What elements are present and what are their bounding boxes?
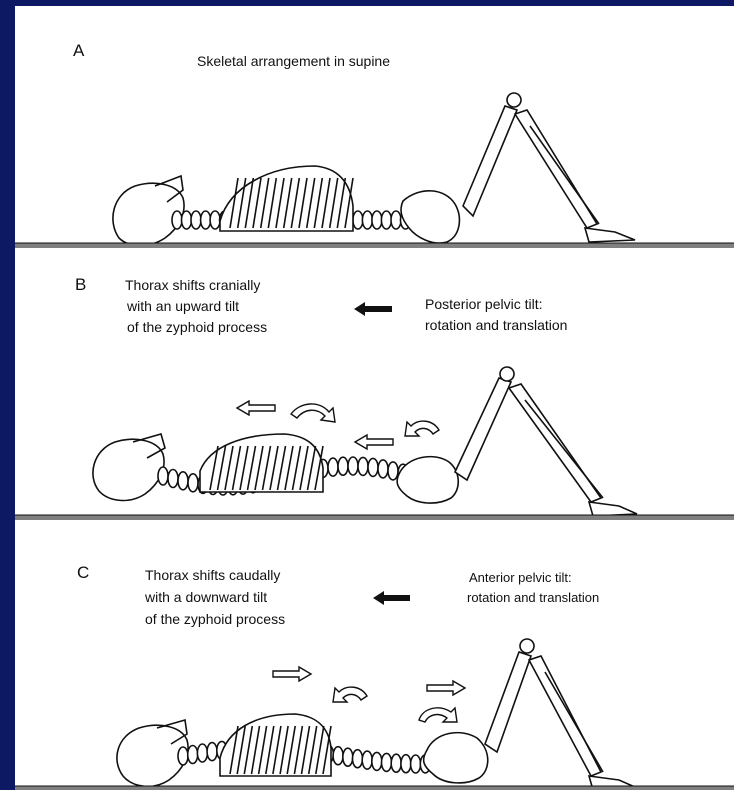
vertebra (182, 211, 192, 229)
panel-c: C Thorax shifts caudally with a downward… (15, 563, 734, 790)
vertebra (191, 211, 201, 229)
vertebra (362, 751, 372, 769)
vertebra (338, 457, 348, 475)
left-arrow-icon (237, 401, 275, 415)
vertebra (378, 460, 388, 478)
vertebra (197, 744, 207, 762)
curved-arrow-icon (419, 708, 457, 722)
vertebra (372, 752, 382, 770)
vertebra (343, 748, 353, 766)
femur (455, 378, 511, 480)
panel-b-left-line-1: Thorax shifts cranially (125, 277, 260, 293)
vertebra (388, 462, 398, 480)
figure-canvas: A Skeletal arrangement in supine B Th (15, 6, 734, 790)
vertebra (207, 743, 217, 761)
vertebra (368, 458, 378, 476)
tibia (515, 110, 597, 228)
vertebra (188, 474, 198, 492)
fibula (530, 126, 599, 224)
skeleton-c (117, 639, 637, 790)
arrows-c (273, 667, 465, 722)
vertebra (178, 472, 188, 490)
vertebra (328, 458, 338, 476)
right-arrow-icon (427, 681, 465, 695)
foot (585, 228, 635, 242)
panel-b-right-line-2: rotation and translation (425, 317, 567, 333)
femur (463, 106, 517, 216)
foot (589, 502, 637, 516)
panel-b-left-line-3: of the zyphoid process (127, 319, 267, 335)
vertebra (391, 754, 401, 772)
vertebra (353, 750, 363, 768)
panel-a-title: Skeletal arrangement in supine (197, 53, 390, 69)
panel-c-left-line-3: of the zyphoid process (145, 611, 285, 627)
kneecap (520, 639, 534, 653)
pelvis (401, 191, 459, 243)
vertebra (178, 747, 188, 765)
vertebra (411, 755, 421, 773)
panel-c-right-line-2: rotation and translation (467, 590, 599, 605)
floor-a (15, 243, 734, 248)
skeleton-a (113, 93, 635, 246)
left-arrow-icon (355, 435, 393, 449)
vertebra (333, 747, 343, 765)
shift-arrow-solid-icon (373, 591, 410, 605)
vertebra (382, 753, 392, 771)
curved-arrow-icon (333, 687, 367, 702)
vertebra (158, 467, 168, 485)
ribcage (220, 714, 331, 776)
tibia (509, 384, 601, 502)
floor-c (15, 786, 734, 790)
pelvis (397, 457, 458, 503)
tibia (529, 656, 601, 776)
vertebra (362, 211, 372, 229)
panel-a-letter: A (73, 41, 85, 60)
panel-b-left-line-2: with an upward tilt (126, 298, 239, 314)
panel-b-right-line-1: Posterior pelvic tilt: (425, 296, 542, 312)
figure-frame: A Skeletal arrangement in supine B Th (15, 6, 734, 790)
kneecap (500, 367, 514, 381)
panel-c-right-line-1: Anterior pelvic tilt: (469, 570, 572, 585)
panel-c-left-line-2: with a downward tilt (144, 589, 267, 605)
floor-b (15, 515, 734, 520)
femur (485, 652, 531, 752)
vertebra (201, 211, 211, 229)
vertebra (358, 457, 368, 475)
vertebra (172, 211, 182, 229)
vertebra (391, 211, 401, 229)
panel-c-left-line-1: Thorax shifts caudally (145, 567, 280, 583)
curved-arrow-icon (405, 421, 439, 436)
vertebra (353, 211, 363, 229)
skull (93, 439, 164, 500)
shift-arrow-solid-icon (354, 302, 392, 316)
panel-b: B Thorax shifts cranially with an upward… (15, 275, 734, 520)
right-arrow-icon (273, 667, 311, 681)
panel-a: A Skeletal arrangement in supine (15, 41, 734, 248)
vertebra (348, 457, 358, 475)
vertebra (401, 755, 411, 773)
fibula (525, 400, 603, 498)
vertebra (372, 211, 382, 229)
curved-arrow-icon (291, 404, 335, 422)
fibula (545, 672, 603, 772)
vertebra (210, 211, 220, 229)
vertebra (168, 470, 178, 488)
vertebra (188, 746, 198, 764)
kneecap (507, 93, 521, 107)
panel-c-letter: C (77, 563, 89, 582)
vertebra (381, 211, 391, 229)
panel-b-letter: B (75, 275, 86, 294)
ribcage (220, 166, 353, 231)
pelvis (424, 733, 488, 783)
